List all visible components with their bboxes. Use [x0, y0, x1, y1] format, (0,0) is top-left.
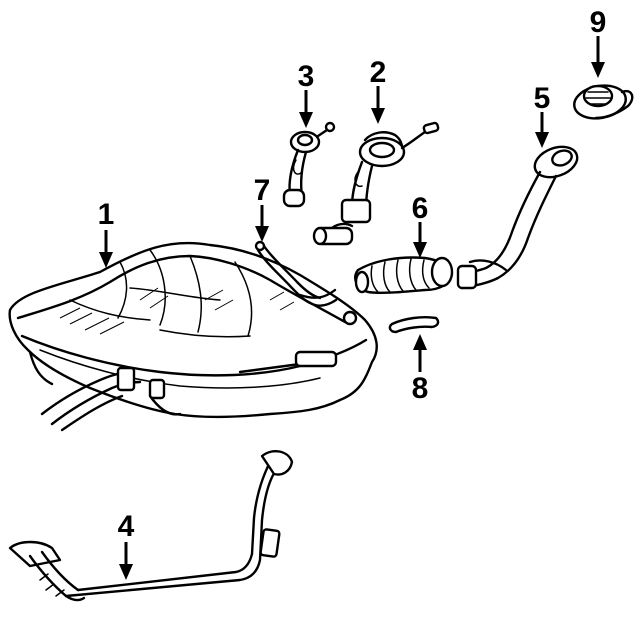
- callout-4: 4: [118, 510, 135, 543]
- callout-9: 9: [590, 6, 607, 39]
- callout-2: 2: [370, 56, 387, 89]
- vent-tube: [254, 240, 338, 307]
- callout-numbers: 1 2 3 4 5 6 7 8 9: [98, 6, 607, 543]
- callout-7: 7: [254, 174, 271, 207]
- fuel-gauge-sender: [282, 121, 336, 208]
- filler-neck: [456, 145, 579, 290]
- callout-5: 5: [534, 82, 551, 115]
- callout-8: 8: [412, 372, 429, 405]
- filler-hose: [354, 256, 454, 295]
- callout-leaders: [99, 36, 605, 580]
- fuel-pump: [312, 121, 440, 246]
- fuel-tank: [8, 241, 378, 432]
- fuel-cap: [573, 84, 634, 120]
- callout-3: 3: [298, 60, 315, 93]
- callout-1: 1: [98, 198, 115, 231]
- tank-band: [8, 450, 294, 602]
- callout-6: 6: [412, 192, 429, 225]
- breather-hose: [388, 316, 440, 334]
